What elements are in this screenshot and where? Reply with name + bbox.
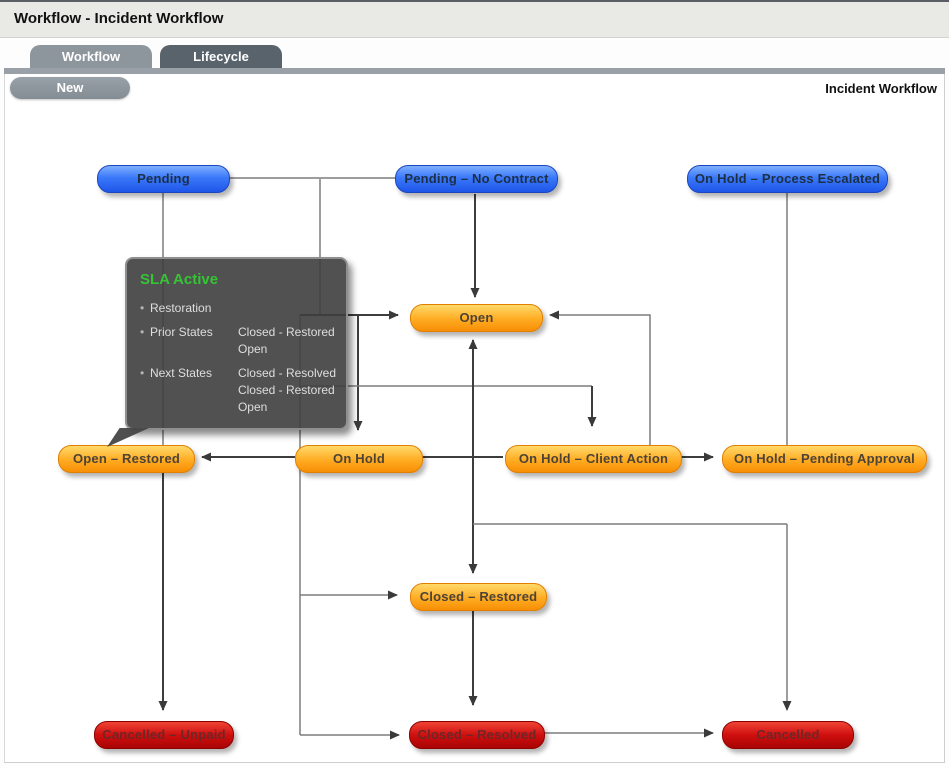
node-closed-restored[interactable]: Closed – Restored [410,583,547,611]
node-cancelled-unpaid[interactable]: Cancelled – Unpaid [94,721,234,749]
tooltip-row-label: Next States [149,366,212,380]
node-on-hold[interactable]: On Hold [295,445,423,473]
bullet-icon: • [140,366,145,380]
node-on-hold-pending-approval[interactable]: On Hold – Pending Approval [722,445,927,473]
tooltip-value: Open [237,400,268,414]
bullet-icon: • [140,301,145,315]
node-closed-resolved[interactable]: Closed – Resolved [409,721,545,749]
new-button[interactable]: New [10,77,130,99]
bullet-icon: • [140,325,145,339]
workflow-edge-19 [549,310,651,445]
tooltip-row-0: • Restoration [140,300,336,317]
tab-lifecycle[interactable]: Lifecycle [160,45,282,69]
tooltip-value: Closed - Restored [237,383,335,397]
node-pending[interactable]: Pending [97,165,230,193]
node-cancelled[interactable]: Cancelled [722,721,854,749]
context-title: Incident Workflow [825,81,937,96]
tab-bar-divider [4,68,945,74]
tooltip-value: Closed - Resolved [237,366,336,380]
node-open[interactable]: Open [410,304,543,332]
node-open-restored[interactable]: Open – Restored [58,445,195,473]
tooltip-row-label: Prior States [150,325,213,339]
node-on-hold-client-action[interactable]: On Hold – Client Action [505,445,682,473]
tooltip-value: Closed - Restored [238,325,335,339]
tooltip-value: Open [238,342,268,356]
page-title: Workflow - Incident Workflow [14,10,224,27]
tooltip-title: SLA Active [140,271,219,288]
title-bar: Workflow - Incident Workflow [0,2,949,38]
node-pending-no-contract[interactable]: Pending – No Contract [395,165,558,193]
tooltip-row-label: Restoration [150,301,212,315]
tab-workflow[interactable]: Workflow [30,45,152,69]
node-on-hold-process-escalated[interactable]: On Hold – Process Escalated [687,165,888,193]
